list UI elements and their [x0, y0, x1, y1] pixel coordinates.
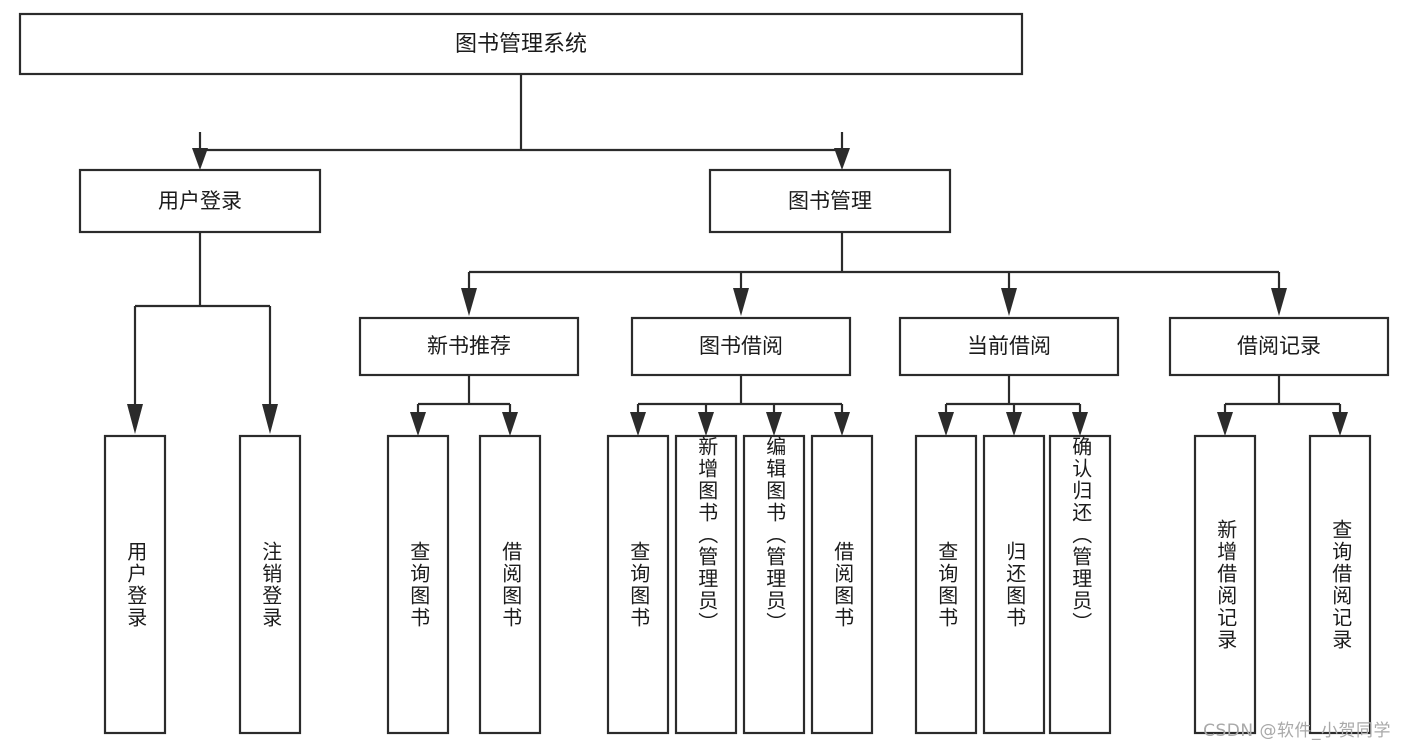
node-box-borrow-record[interactable]: [1168, 316, 1390, 377]
node-box-book-manage[interactable]: [708, 168, 952, 234]
node-label-book-borrow: 图书借阅: [699, 334, 783, 358]
arrow-head-user-login: [192, 148, 208, 170]
connector-book-borrow-to-leaves: [630, 375, 850, 436]
arrow-head-bb-edit: [766, 412, 782, 436]
connector-new-book-to-leaves: [410, 375, 518, 436]
arrow-head-nb-borrow: [502, 412, 518, 436]
connector-book-manage-to-level3: [461, 232, 1287, 316]
arrow-head-current-borrow: [1001, 288, 1017, 316]
leaf-box-cb-confirm-return[interactable]: [1048, 434, 1112, 735]
leaf-box-br-add-record[interactable]: [1193, 434, 1257, 735]
arrow-head-br-query: [1332, 412, 1348, 436]
connector-user-login-to-leaves: [127, 232, 278, 434]
node-label-new-book-recommend: 新书推荐: [427, 334, 511, 358]
leaf-box-bb-add-book[interactable]: [674, 434, 738, 735]
connector-root-arrows: [192, 148, 850, 170]
node-box-user-login[interactable]: [78, 168, 322, 234]
arrow-head-leaf-user-login: [127, 404, 143, 434]
node-label-book-manage: 图书管理: [788, 189, 872, 213]
leaf-box-br-query-record[interactable]: [1308, 434, 1372, 735]
arrow-head-cb-query: [938, 412, 954, 436]
arrow-head-br-add: [1217, 412, 1233, 436]
arrow-head-book-manage: [834, 148, 850, 170]
leaf-box-cb-return-book[interactable]: [982, 434, 1046, 735]
arrow-head-cb-confirm: [1072, 412, 1088, 436]
arrow-head-bb-add: [698, 412, 714, 436]
leaf-box-user-login[interactable]: [103, 434, 167, 735]
node-label-user-login: 用户登录: [158, 189, 242, 213]
node-box-book-borrow[interactable]: [630, 316, 852, 377]
arrow-head-cb-return: [1006, 412, 1022, 436]
leaf-box-cb-query-book[interactable]: [914, 434, 978, 735]
leaf-box-bb-query-book[interactable]: [606, 434, 670, 735]
node-label-current-borrow: 当前借阅: [967, 334, 1051, 358]
node-box-new-book-recommend[interactable]: [358, 316, 580, 377]
leaf-box-logout[interactable]: [238, 434, 302, 735]
arrow-head-borrow-record: [1271, 288, 1287, 316]
arrow-head-bb-borrow: [834, 412, 850, 436]
leaf-box-bb-borrow-book[interactable]: [810, 434, 874, 735]
leaf-box-bb-edit-book[interactable]: [742, 434, 806, 735]
arrow-head-book-borrow: [733, 288, 749, 316]
node-box-root[interactable]: [18, 12, 1024, 76]
connector-root-to-level2: [198, 74, 844, 152]
leaf-box-nb-query-book[interactable]: [386, 434, 450, 735]
node-label-borrow-record: 借阅记录: [1237, 334, 1321, 358]
connector-borrow-record-to-leaves: [1217, 375, 1348, 436]
leaf-box-nb-borrow-book[interactable]: [478, 434, 542, 735]
arrow-head-nb-query: [410, 412, 426, 436]
connector-current-borrow-to-leaves: [938, 375, 1088, 436]
node-label-root: 图书管理系统: [455, 32, 587, 57]
arrow-head-bb-query: [630, 412, 646, 436]
arrow-head-new-book: [461, 288, 477, 316]
arrow-head-leaf-logout: [262, 404, 278, 434]
watermark: CSDN @软件_小贺同学: [1203, 721, 1391, 741]
node-box-current-borrow[interactable]: [898, 316, 1120, 377]
